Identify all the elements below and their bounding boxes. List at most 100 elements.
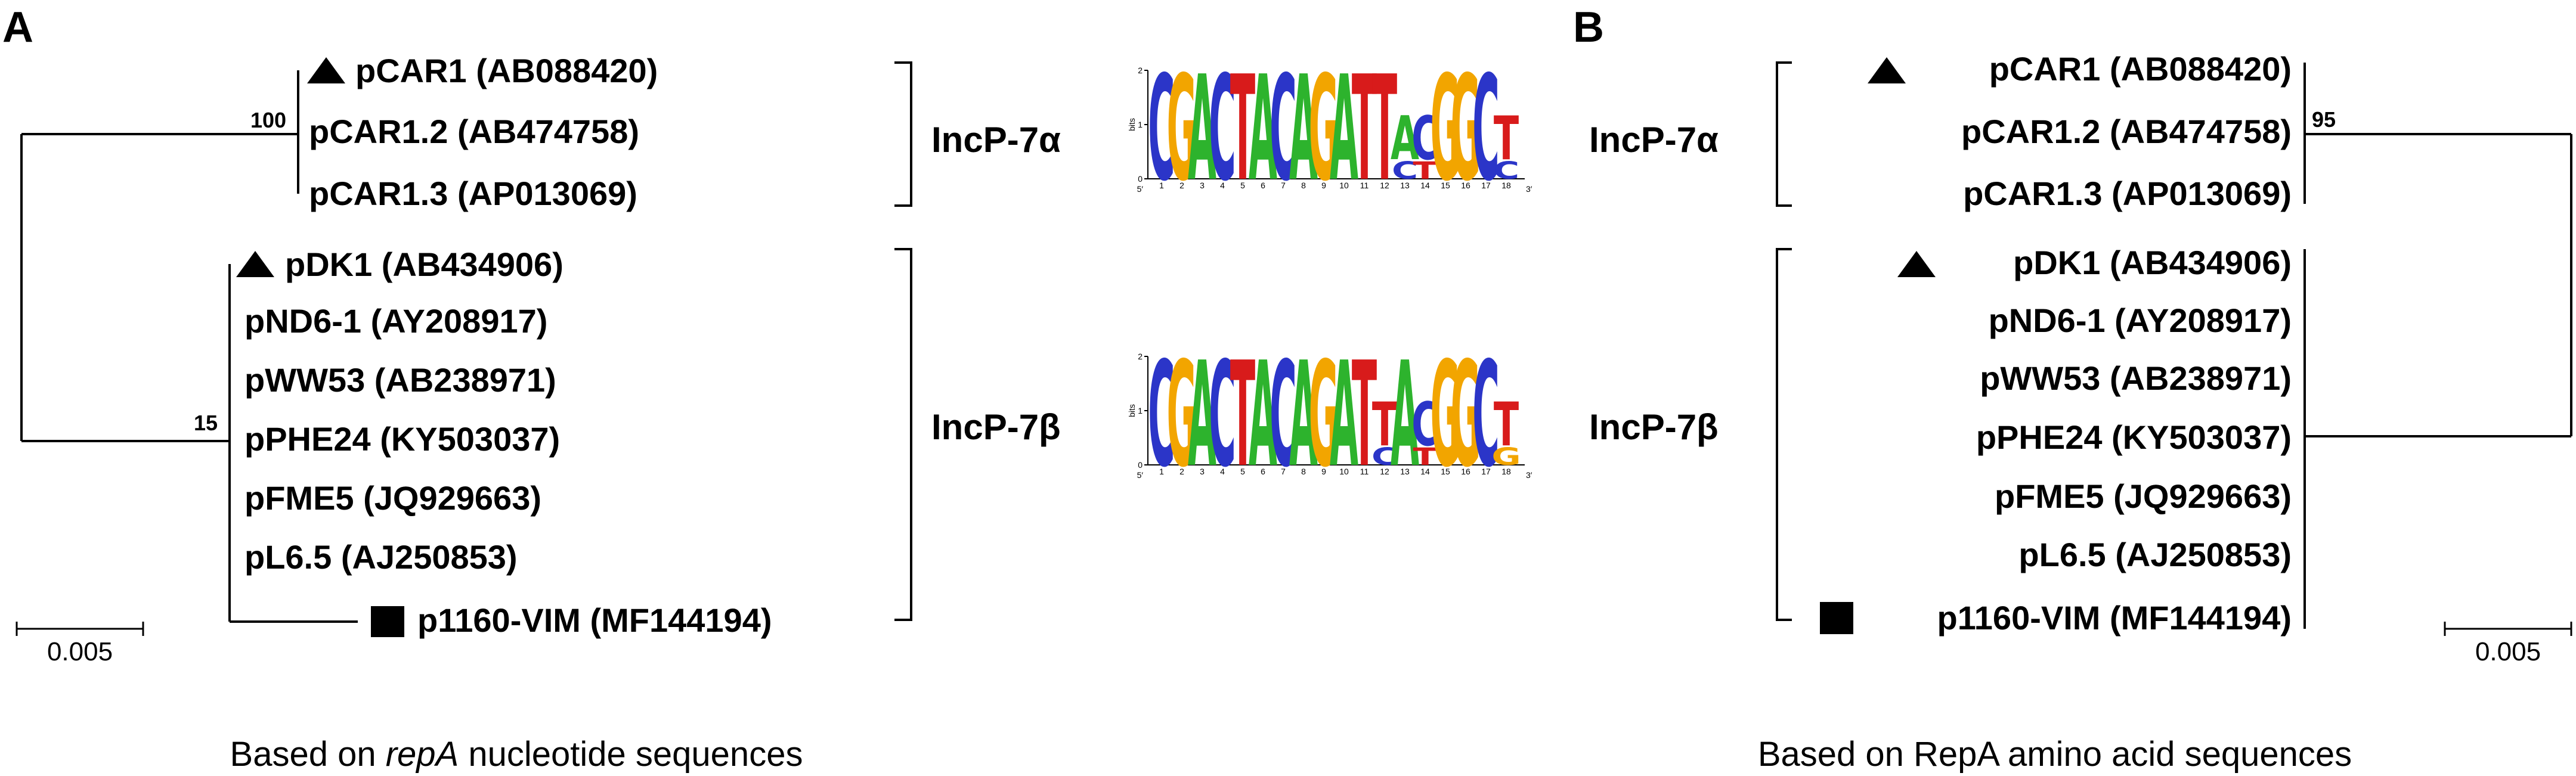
logo-position-label: 6	[1261, 181, 1265, 190]
logo-y-tick-label: 2	[1138, 66, 1143, 75]
logo-position-label: 14	[1420, 181, 1430, 190]
leaf-a-9: pL6.5 (AJ250853)	[244, 538, 518, 576]
logo-position-label: 5	[1240, 467, 1245, 476]
leaf-a-6: pWW53 (AB238971)	[244, 361, 556, 399]
triangle-marker-icon	[307, 57, 345, 83]
logo-position-label: 15	[1441, 181, 1450, 190]
logo-position-label: 3	[1200, 467, 1205, 476]
logo-sub-letter: T	[1413, 157, 1438, 185]
logo-y-tick-label: 2	[1138, 352, 1143, 361]
square-marker-icon	[1820, 602, 1853, 634]
leaf-b-1: pCAR1 (AB088420)	[1989, 50, 2292, 88]
logo-letter: C	[1270, 45, 1296, 213]
tree-a	[20, 70, 358, 623]
logo-letter: A	[1330, 331, 1358, 499]
logo-letter: T	[1352, 45, 1377, 213]
logo-position-label: 2	[1179, 467, 1184, 476]
logo-sub-letter: T	[1413, 443, 1438, 471]
panel-b: B IncP-7α IncP-7β pCAR1 (AB088420) pCAR1…	[1573, 4, 2572, 774]
logo-letter: A	[1289, 331, 1318, 499]
scale-label-b: 0.005	[2475, 637, 2541, 666]
logo-position-label: 17	[1481, 181, 1491, 190]
logo-letter: T	[1372, 389, 1397, 460]
panel-a-label: A	[2, 4, 33, 51]
logo-letter: G	[1167, 45, 1197, 213]
tree-b	[2303, 63, 2572, 629]
logo-letter: G	[1431, 331, 1461, 499]
logo-letter: G	[1451, 331, 1481, 499]
leaf-a-1: pCAR1 (AB088420)	[355, 52, 658, 89]
logo-letter: C	[1148, 331, 1175, 499]
logo-y-axis-label: bits	[1127, 118, 1137, 131]
logo-position-label: 1	[1159, 467, 1164, 476]
logo-letter: A	[1391, 103, 1419, 173]
scale-bar-a	[16, 622, 144, 636]
logo-letter: T	[1372, 45, 1397, 213]
logo-position-label: 1	[1159, 181, 1164, 190]
logo-letter: C	[1209, 45, 1236, 213]
logo-letter: C	[1411, 103, 1438, 173]
caption-b: Based on RepA amino acid sequences	[1758, 735, 2352, 774]
logo-position-label: 10	[1339, 467, 1349, 476]
logo-letter: G	[1309, 331, 1339, 499]
logo-letter: T	[1494, 103, 1519, 173]
logo-position-label: 12	[1380, 467, 1389, 476]
panel-a: A 100 15 pCAR1 (AB088420) pCAR1.2 (AB474…	[2, 4, 1061, 774]
logo-letter: A	[1391, 331, 1419, 499]
leaf-a-10: p1160-VIM (MF144194)	[417, 601, 772, 639]
logo-letter: A	[1188, 331, 1216, 499]
leaf-b-6: pWW53 (AB238971)	[1980, 359, 2292, 397]
logo-sub-letter: C	[1371, 443, 1398, 471]
logo-letter: A	[1330, 45, 1358, 213]
logo-y-tick-label: 0	[1138, 460, 1143, 470]
logo-letter: C	[1411, 389, 1438, 460]
leaf-b-2: pCAR1.2 (AB474758)	[1961, 113, 2292, 150]
logo-position-label: 9	[1321, 467, 1326, 476]
logo-position-label: 8	[1301, 467, 1306, 476]
logo-letter: A	[1249, 45, 1277, 213]
leaf-a-3: pCAR1.3 (AP013069)	[309, 175, 637, 212]
leaf-a-5: pND6-1 (AY208917)	[244, 302, 547, 340]
logo-letter: A	[1188, 45, 1216, 213]
triangle-marker-icon	[1868, 57, 1906, 83]
leaf-a-4: pDK1 (AB434906)	[285, 246, 564, 283]
group-a-alpha: IncP-7α	[931, 120, 1061, 160]
leaf-a-2: pCAR1.2 (AB474758)	[309, 113, 639, 150]
bracket-a-alpha	[894, 61, 912, 207]
leaf-b-7: pPHE24 (KY503037)	[1976, 418, 2292, 456]
logo-letter: A	[1249, 331, 1277, 499]
scale-label-a: 0.005	[47, 637, 113, 666]
logo-position-label: 14	[1420, 467, 1430, 476]
logo-position-label: 13	[1400, 181, 1410, 190]
caption-a: Based on repA nucleotide sequences	[230, 735, 803, 774]
logo-y-tick-label: 1	[1138, 406, 1143, 415]
logo-position-label: 15	[1441, 467, 1450, 476]
logo-letter: T	[1230, 331, 1255, 499]
logo-end-3: 3′	[1526, 470, 1532, 480]
panel-b-label: B	[1573, 4, 1604, 51]
leaf-b-4: pDK1 (AB434906)	[2013, 244, 2292, 281]
logo-end-5: 5′	[1137, 184, 1144, 194]
triangle-marker-icon	[236, 251, 274, 277]
logo-position-label: 11	[1360, 181, 1369, 190]
logo-position-label: 7	[1281, 467, 1286, 476]
bracket-a-beta	[894, 248, 912, 621]
logo-letter: G	[1167, 331, 1197, 499]
logo-letter: C	[1270, 331, 1296, 499]
logo-letter: G	[1431, 45, 1461, 213]
logo-letter: A	[1289, 45, 1318, 213]
logo-letter: C	[1148, 45, 1175, 213]
logo-position-label: 18	[1501, 181, 1511, 190]
logo-sub-letter: G	[1491, 443, 1521, 471]
logo-y-axis-label: bits	[1127, 404, 1137, 417]
logo-letter: C	[1472, 45, 1499, 213]
logo-letter: C	[1209, 331, 1236, 499]
leaf-b-8: pFME5 (JQ929663)	[1995, 477, 2292, 515]
logo-position-label: 10	[1339, 181, 1349, 190]
logo-end-3: 3′	[1526, 184, 1532, 194]
logo-end-5: 5′	[1137, 470, 1144, 480]
leaf-b-5: pND6-1 (AY208917)	[1989, 302, 2292, 339]
logo-position-label: 18	[1501, 467, 1511, 476]
